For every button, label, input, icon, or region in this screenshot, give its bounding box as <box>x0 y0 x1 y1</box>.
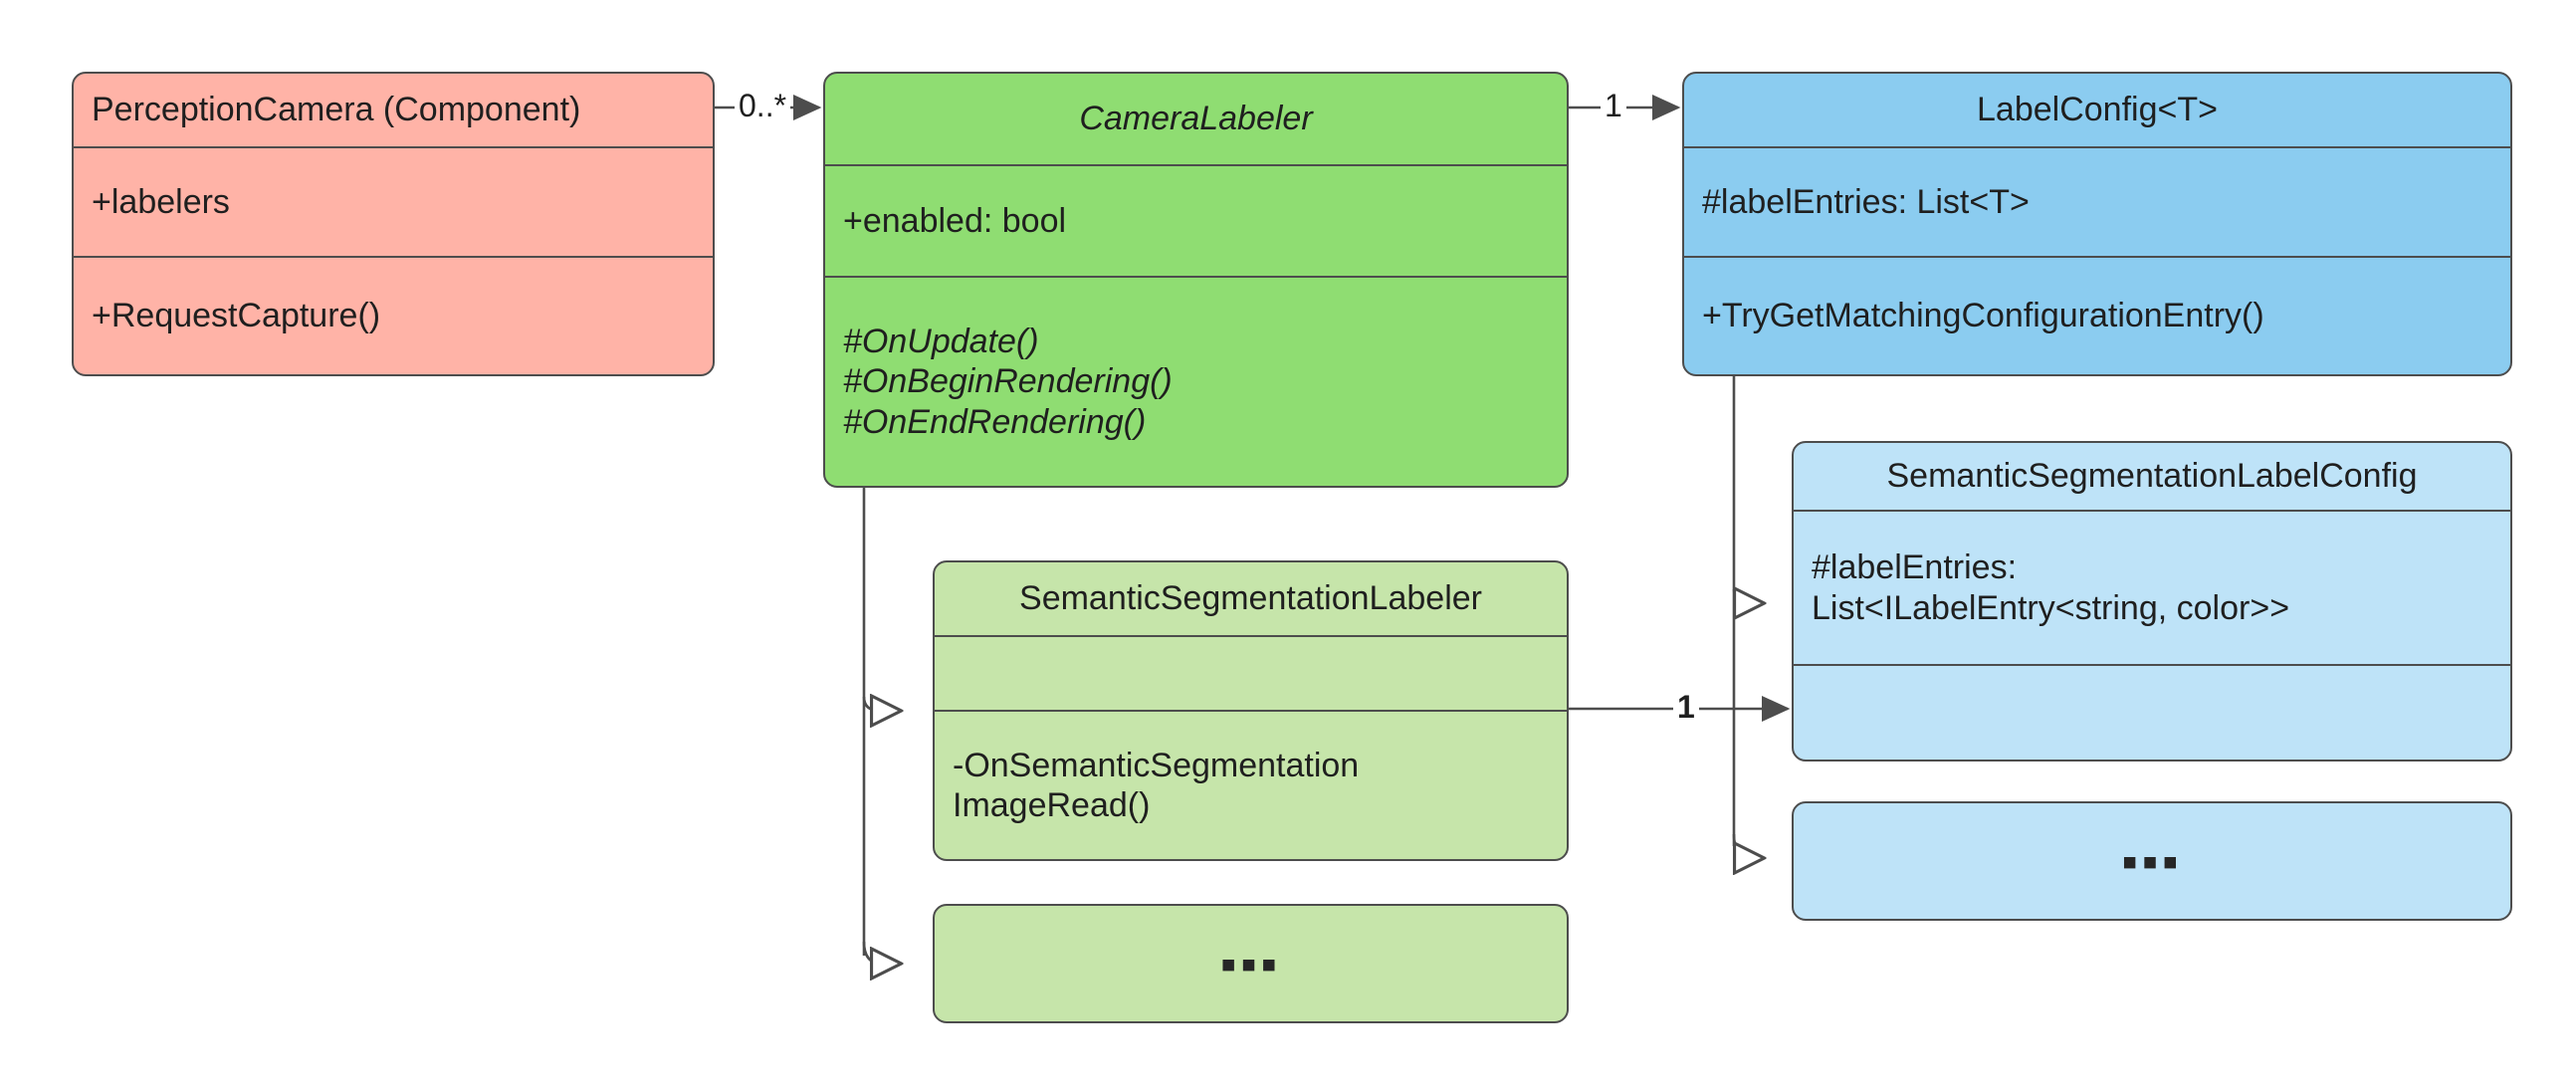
class-title-compartment: SemanticSegmentationLabelConfig <box>1794 443 2510 510</box>
class-attributes-compartment <box>935 635 1567 710</box>
class-box-semantic-segmentation-label-config[interactable]: SemanticSegmentationLabelConfig #labelEn… <box>1792 441 2512 762</box>
ellipsis-compartment: ▪▪▪ <box>1794 803 2510 919</box>
class-attributes-compartment: +labelers <box>74 146 713 256</box>
operation-on-semantic-segmentation-image-read: -OnSemanticSegmentation ImageRead() <box>953 746 1360 824</box>
class-name-camera-labeler: CameraLabeler <box>1079 100 1313 138</box>
class-title-compartment: LabelConfig<T> <box>1684 74 2510 146</box>
attribute-enabled: +enabled: bool <box>843 201 1067 240</box>
operation-try-get-matching-configuration-entry: +TryGetMatchingConfigurationEntry() <box>1702 297 2264 335</box>
class-operations-compartment <box>1794 664 2510 760</box>
multiplicity-seglabeler-to-segconfig: 1 <box>1673 691 1699 723</box>
ellipsis-compartment: ▪▪▪ <box>935 906 1567 1021</box>
class-box-label-config[interactable]: LabelConfig<T> #labelEntries: List<T> +T… <box>1682 72 2512 376</box>
operation-request-capture: +RequestCapture() <box>92 297 381 335</box>
multiplicity-camera-to-labeler: 0..* <box>735 90 791 121</box>
class-box-camera-labeler[interactable]: CameraLabeler +enabled: bool #OnUpdate()… <box>823 72 1569 488</box>
class-title-compartment: PerceptionCamera (Component) <box>74 74 713 146</box>
class-name-semantic-segmentation-label-config: SemanticSegmentationLabelConfig <box>1886 457 2418 496</box>
class-name-semantic-segmentation-labeler: SemanticSegmentationLabeler <box>1019 579 1482 618</box>
edge-generalization-branch-moreconfigs <box>1732 833 1764 858</box>
attribute-label-entries: #labelEntries: List<T> <box>1702 182 2030 221</box>
class-operations-compartment: -OnSemanticSegmentation ImageRead() <box>935 710 1567 859</box>
operation-on-update: #OnUpdate() <box>843 323 1039 361</box>
class-operations-compartment: #OnUpdate() #OnBeginRendering() #OnEndRe… <box>825 276 1567 486</box>
class-title-compartment: CameraLabeler <box>825 74 1567 164</box>
ellipsis-more-label-configs: ▪▪▪ <box>2121 835 2183 887</box>
attribute-label-entries-list: #labelEntries: List<ILabelEntry<string, … <box>1812 548 2290 627</box>
edge-generalization-branch-seglabeler <box>862 697 901 711</box>
operation-on-end-rendering: #OnEndRendering() <box>843 402 1147 441</box>
class-box-more-labelers[interactable]: ▪▪▪ <box>933 904 1569 1023</box>
ellipsis-more-labelers: ▪▪▪ <box>1220 938 1281 989</box>
class-attributes-compartment: #labelEntries: List<ILabelEntry<string, … <box>1794 510 2510 664</box>
class-box-more-label-configs[interactable]: ▪▪▪ <box>1792 801 2512 921</box>
class-attributes-compartment: #labelEntries: List<T> <box>1684 146 2510 256</box>
multiplicity-labeler-to-config: 1 <box>1601 90 1626 121</box>
edge-generalization-branch-segconfig <box>1732 589 1764 603</box>
class-name-label-config: LabelConfig<T> <box>1977 91 2218 129</box>
class-box-perception-camera[interactable]: PerceptionCamera (Component) +labelers +… <box>72 72 715 376</box>
class-operations-compartment: +RequestCapture() <box>74 256 713 374</box>
attribute-labelers: +labelers <box>92 182 230 221</box>
class-operations-compartment: +TryGetMatchingConfigurationEntry() <box>1684 256 2510 374</box>
class-attributes-compartment: +enabled: bool <box>825 164 1567 276</box>
edge-generalization-branch-morelabelers <box>862 941 901 964</box>
class-box-semantic-segmentation-labeler[interactable]: SemanticSegmentationLabeler -OnSemanticS… <box>933 560 1569 861</box>
class-name-perception-camera: PerceptionCamera (Component) <box>92 91 581 129</box>
class-title-compartment: SemanticSegmentationLabeler <box>935 562 1567 635</box>
operation-on-begin-rendering: #OnBeginRendering() <box>843 362 1173 401</box>
